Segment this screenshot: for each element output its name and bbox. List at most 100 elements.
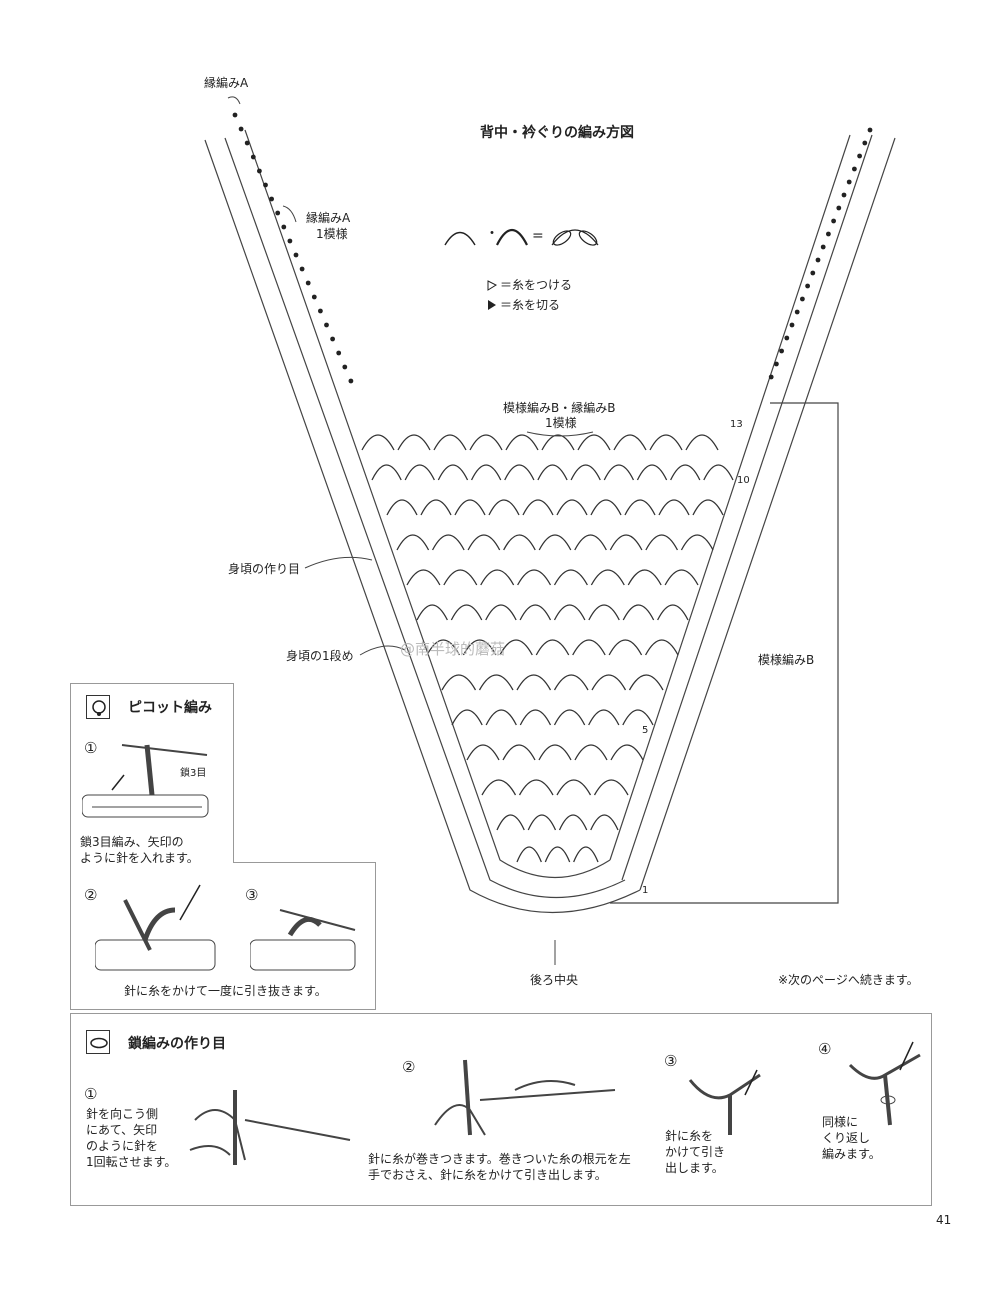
legend-arc-2 xyxy=(496,228,528,246)
fan-arc xyxy=(420,499,452,516)
edge-a-repeat-label-1: 縁編みA xyxy=(306,211,351,225)
edge-a-repeat-brace xyxy=(282,205,297,223)
watermark: @南半球的蘑菇 xyxy=(400,640,506,658)
fan-arc xyxy=(703,464,734,481)
fan-arc xyxy=(485,604,517,621)
fan-arc xyxy=(386,499,418,516)
edge-stitch xyxy=(342,364,348,370)
fan-arc xyxy=(692,499,724,516)
fan-arc xyxy=(680,534,714,551)
fan-arc xyxy=(538,534,572,551)
edge-stitch xyxy=(826,231,831,237)
picot-step1-illustration xyxy=(82,744,209,818)
edge-stitch xyxy=(318,308,323,314)
fan-arc xyxy=(685,434,719,451)
fan-arc xyxy=(609,534,643,551)
chain-step1-text-4: 1回転させます。 xyxy=(86,1155,177,1169)
edge-stitch xyxy=(348,378,354,384)
edge-stitch xyxy=(836,205,842,211)
edge-stitch xyxy=(305,280,311,286)
page-number: 41 xyxy=(936,1213,952,1227)
picot-icon xyxy=(86,695,110,719)
fan-arc xyxy=(622,604,655,621)
fan-arc xyxy=(535,639,570,656)
left-row1-line xyxy=(244,129,611,879)
continued-note: ※次のページへ続きます。 xyxy=(778,973,919,987)
picot-step1-text-2: ように針を入れます。 xyxy=(80,851,199,865)
edge-stitch xyxy=(330,336,335,342)
fan-arc xyxy=(516,846,542,863)
picot-step3-illustration xyxy=(250,909,356,971)
edge-stitch xyxy=(269,196,274,202)
fan-arc xyxy=(577,434,611,451)
edge-stitch xyxy=(815,257,821,263)
legend-cluster-icon xyxy=(551,229,599,246)
fan-arc xyxy=(519,604,552,621)
chain-step3-text-2: かけて引き xyxy=(665,1145,726,1159)
fan-arc xyxy=(462,639,497,656)
fan-arc xyxy=(431,534,465,551)
body-row1-label: 身頃の1段め xyxy=(286,649,354,663)
fan-arc xyxy=(503,534,536,551)
fan-arc xyxy=(544,846,571,863)
fan-arc xyxy=(657,604,689,621)
picot-box-top xyxy=(70,683,234,863)
edge-stitch xyxy=(846,179,852,185)
picot-step2-number: ② xyxy=(84,886,98,904)
fan-arc xyxy=(504,464,535,481)
fan-arc xyxy=(485,709,517,726)
fan-arc xyxy=(518,779,554,796)
fan-arc xyxy=(574,534,607,551)
fan-arc xyxy=(636,464,668,481)
fan-arc xyxy=(541,434,575,451)
chain-step4-illustration xyxy=(848,1041,921,1126)
fan-arc xyxy=(437,464,469,481)
legend-arc-1 xyxy=(444,231,476,246)
chain-step3-number: ③ xyxy=(664,1052,678,1070)
left-foundation-outer xyxy=(204,139,641,914)
cut-yarn-icon xyxy=(488,300,496,310)
legend-attach: ＝糸をつける xyxy=(500,278,573,292)
fan-arc xyxy=(591,674,627,691)
edge-stitch xyxy=(831,218,836,224)
edge-stitch xyxy=(857,153,862,159)
fan-arc xyxy=(516,674,552,691)
chain-step3-text-3: 出します。 xyxy=(665,1161,724,1175)
fan-arc xyxy=(588,604,620,621)
edge-stitch xyxy=(299,266,305,272)
chain-step2-text-2: 手でおさえ、針に糸をかけて引き出します。 xyxy=(368,1168,607,1182)
attach-yarn-icon xyxy=(487,280,498,291)
fan-arc xyxy=(628,674,664,691)
fan-arc xyxy=(590,814,619,831)
foundation-pointer xyxy=(304,556,373,569)
edge-stitch xyxy=(852,166,857,172)
fan-arc xyxy=(517,569,552,586)
pattern-b-repeat-label-1: 模様編みB・縁編みB xyxy=(503,401,616,415)
edge-stitch xyxy=(311,294,317,300)
row-number-1: 1 xyxy=(642,885,649,896)
fan-arc xyxy=(556,779,592,796)
fan-arc xyxy=(496,814,525,831)
fan-arc xyxy=(573,846,599,863)
fan-arc xyxy=(590,569,625,586)
fan-arc xyxy=(361,434,395,451)
row-number-10: 10 xyxy=(737,475,750,486)
fan-arc xyxy=(371,464,402,481)
left-foundation-inner xyxy=(224,137,626,898)
right-foundation-inner xyxy=(621,134,873,881)
fan-arc xyxy=(570,464,601,481)
edge-stitch xyxy=(293,252,299,258)
fan-arc xyxy=(454,499,486,516)
fan-arc xyxy=(644,639,679,656)
picot-box-bottom xyxy=(70,862,376,1010)
edge-stitch xyxy=(794,309,800,315)
fan-arc xyxy=(553,709,586,726)
chain-step4-number: ④ xyxy=(818,1040,832,1058)
body-foundation-label: 身頃の作り目 xyxy=(228,562,301,576)
edge-stitch xyxy=(820,244,826,250)
edge-stitch xyxy=(867,127,873,133)
chain-step1-text-3: のように針を xyxy=(86,1139,159,1153)
picot-step1-tag: 鎖3目 xyxy=(180,768,207,779)
chain-step4-text-3: 編みます。 xyxy=(822,1147,881,1161)
fan-arc xyxy=(664,569,699,586)
